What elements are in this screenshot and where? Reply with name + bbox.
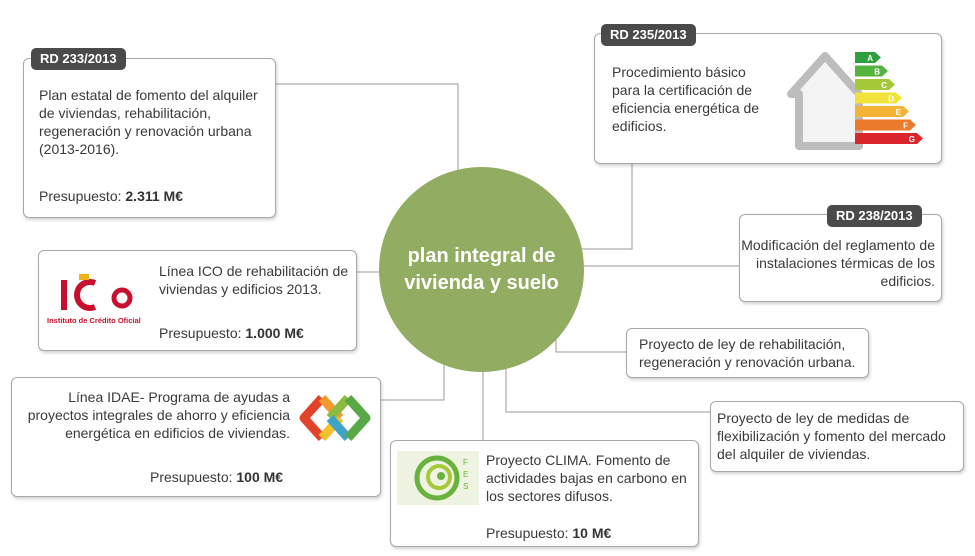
connector-rd233 <box>276 84 458 170</box>
budget-value: 1.000 M€ <box>245 325 303 341</box>
node-clima-budget: Presupuesto: 10 M€ <box>486 524 611 542</box>
node-rehab-law-text: Proyecto de ley de rehabilitación, regen… <box>639 335 867 371</box>
budget-label: Presupuesto: <box>150 469 233 485</box>
connector-rd235 <box>575 163 632 249</box>
budget-value: 100 M€ <box>236 469 283 485</box>
node-clima-text: Proyecto CLIMA. Fomento de actividades b… <box>486 451 696 505</box>
ico-logo: Instituto de Crédito Oficial <box>45 268 147 332</box>
energy-label-b: B <box>874 68 880 77</box>
node-rd238-text: Modificación del reglamento de instalaci… <box>739 236 935 290</box>
node-rental-law-text: Proyecto de ley de medidas de flexibiliz… <box>717 409 961 463</box>
node-idae: Línea IDAE- Programa de ayudas a proyect… <box>11 377 381 497</box>
node-rd233: Plan estatal de fomento del alquiler de … <box>23 58 276 218</box>
clima-logo: FES <box>397 451 479 505</box>
energy-bar-d <box>855 93 902 104</box>
ico-logo-text: Instituto de Crédito Oficial <box>47 316 141 325</box>
node-ico-text: Línea ICO de rehabilitación de viviendas… <box>159 262 355 298</box>
node-ico-budget: Presupuesto: 1.000 M€ <box>159 324 304 342</box>
node-clima: FES Proyecto CLIMA. Fomento de actividad… <box>390 440 699 547</box>
budget-label: Presupuesto: <box>159 325 242 341</box>
budget-value: 2.311 M€ <box>125 188 183 204</box>
node-rd233-budget: Presupuesto: 2.311 M€ <box>39 187 183 205</box>
tag-rd233: RD 233/2013 <box>31 48 126 70</box>
node-rehab-law: Proyecto de ley de rehabilitación, regen… <box>626 328 869 378</box>
budget-value: 10 M€ <box>572 525 611 541</box>
connector-rehab-law <box>556 340 626 352</box>
node-rd238: Modificación del reglamento de instalaci… <box>739 214 942 302</box>
node-idae-budget: Presupuesto: 100 M€ <box>150 468 283 486</box>
energy-label-f: F <box>903 122 908 131</box>
clima-logo-text: FES <box>463 457 473 493</box>
node-idae-text: Línea IDAE- Programa de ayudas a proyect… <box>18 388 290 442</box>
energy-label-g: G <box>909 135 915 144</box>
node-rental-law: Proyecto de ley de medidas de flexibiliz… <box>710 401 964 472</box>
energy-label-d: D <box>888 95 894 104</box>
tag-rd235: RD 235/2013 <box>601 24 696 46</box>
energy-bar-c <box>855 79 895 90</box>
node-rd235: Procedimiento básico para la certificaci… <box>594 33 942 164</box>
energy-label-c: C <box>881 81 887 90</box>
budget-label: Presupuesto: <box>39 188 122 204</box>
node-rd233-text: Plan estatal de fomento del alquiler de … <box>39 86 271 158</box>
budget-label: Presupuesto: <box>486 525 569 541</box>
energy-label-a: A <box>867 54 873 63</box>
central-topic: plan integral de vivienda y suelo <box>379 167 584 372</box>
energy-bar-b <box>855 66 888 77</box>
idae-logo <box>296 390 374 448</box>
energy-label-e: E <box>896 108 902 117</box>
node-ico: Instituto de Crédito Oficial Línea ICO d… <box>38 250 357 351</box>
tag-rd238: RD 238/2013 <box>827 205 922 227</box>
central-title: plan integral de vivienda y suelo <box>391 243 572 297</box>
node-rd235-text: Procedimiento básico para la certificaci… <box>612 63 772 135</box>
